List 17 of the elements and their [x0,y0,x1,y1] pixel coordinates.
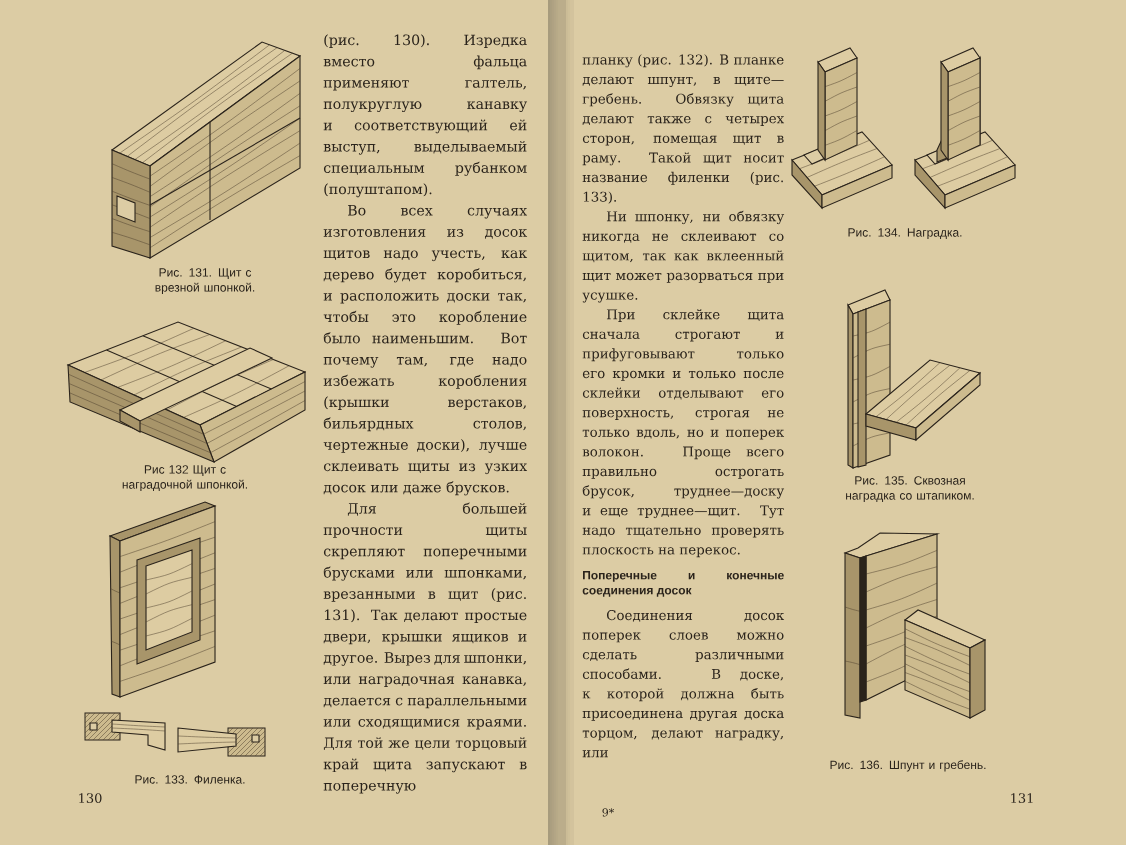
signature-mark: 9* [602,808,615,817]
figure-caption: Рис. 134. Наградка. [848,228,962,240]
page-number: 131 [1011,793,1033,804]
paragraph: планку (рис. 132). В планке делают шпунт, в щите—гребень. Обвязку щита делают также с четырех сторон, помещая щит в раму. Такой щит носит название филенки (рис. 133). [582,54,785,204]
paragraph: При склейке щита сначала строгают и прифуговывают только его кромки и только после склейки отделывают его поверхность, строгая не только вдоль, но и поперек волокон. Проще всего правильно острогать брусок, труднее—доску и еще труднее—щит. Тут надо тщательно проверять плоскость на перекос. [582,309,785,558]
section-heading: Поперечные и конечные соединения досок [582,571,784,597]
figure-caption: Рис. 136. Шпунт и гребень. [830,760,986,772]
paragraph: Ни шпонку, ни обвязку никогда не склеивают со щитом, так как вклеенный щит может разорваться при усушке. [582,210,785,303]
figure-caption: Рис. 135. Сквозная наградка со штапиком. [846,476,974,503]
page-number: 130 [79,793,102,804]
paragraph: Во всех случаях изготовления из досок щитов надо учесть, как дерево будет коробиться, и расположить доски так, чтобы это коробление было наименьшим. Вот почему там, где надо избежать коробления (крышки верстаков, бильярдных столов, чертежные доски), лучше склеивать щиты из узких досок или даже брусков. [323,205,528,496]
figure-caption: Рис. 131. Щит с врезной шпонкой. [155,268,255,295]
paragraph: Соединения досок поперек слоев можно сделать различными способами. В доске, к которой должна быть присоединена другая доска торцом, делают наградку, или [582,610,785,758]
figure-caption: Рис. 133. Филенка. [135,775,245,784]
figure-caption: Рис 132 Щит с наградочной шпонкой. [122,465,247,492]
paragraph: (рис. 130). Изредка вместо фальца применяют галтель, полукруглую канавку и соответствующий ей выступ, выделываемый специальным рубанком (полуштапом). [323,34,528,198]
paragraph: Для большей прочности щиты скрепляют поперечными брусками или шпонками, врезанными в щит (рис. 131). Так делают простые двери, крышки ящиков и другое. Вырез для шпонки, или наградочная канавка, делается с параллельными или сходящимися краями. Для той же цели торцовый край щита запускают в поперечную [323,502,527,794]
